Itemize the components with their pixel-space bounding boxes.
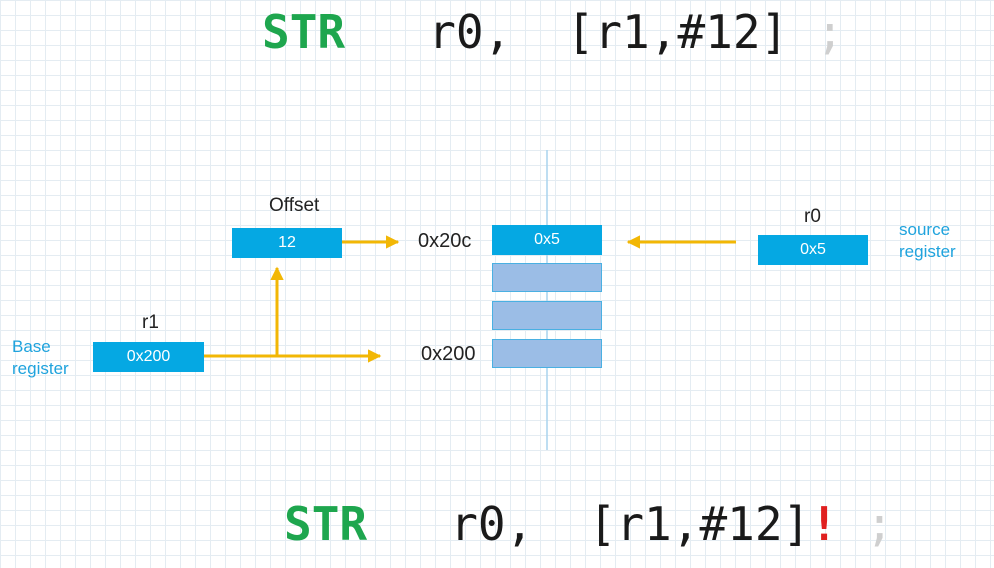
instruction-pre-index: STR r0, [r1,#12] ;: [262, 4, 844, 60]
offset-box: 12: [232, 228, 342, 258]
operand-source: r0,: [428, 5, 512, 59]
mnemonic: STR: [262, 5, 346, 59]
r1-register: 0x200: [93, 342, 204, 372]
r0-register: 0x5: [758, 235, 868, 265]
terminator: ;: [865, 497, 894, 551]
r0-label: r0: [804, 206, 821, 227]
operand-address: [r1,#12]: [588, 497, 811, 551]
instruction-pre-index-writeback: STR r0, [r1,#12]! ;: [284, 496, 893, 552]
address-0x200: 0x200: [421, 343, 476, 365]
terminator: ;: [815, 5, 844, 59]
offset-label: Offset: [269, 195, 320, 216]
source-register-label: source register: [899, 220, 956, 261]
memory-cell-0x20c: 0x5: [492, 225, 602, 255]
operand-address: [r1,#12]: [566, 5, 789, 59]
mnemonic: STR: [284, 497, 368, 551]
writeback-mark: !: [810, 497, 838, 551]
address-0x20c: 0x20c: [418, 230, 472, 252]
base-register-label: Base register: [12, 337, 69, 378]
memory-cell: [492, 263, 602, 292]
memory-cell-0x200: [492, 339, 602, 368]
operand-source: r0,: [450, 497, 534, 551]
memory-cell: [492, 301, 602, 330]
r1-label: r1: [142, 312, 159, 333]
